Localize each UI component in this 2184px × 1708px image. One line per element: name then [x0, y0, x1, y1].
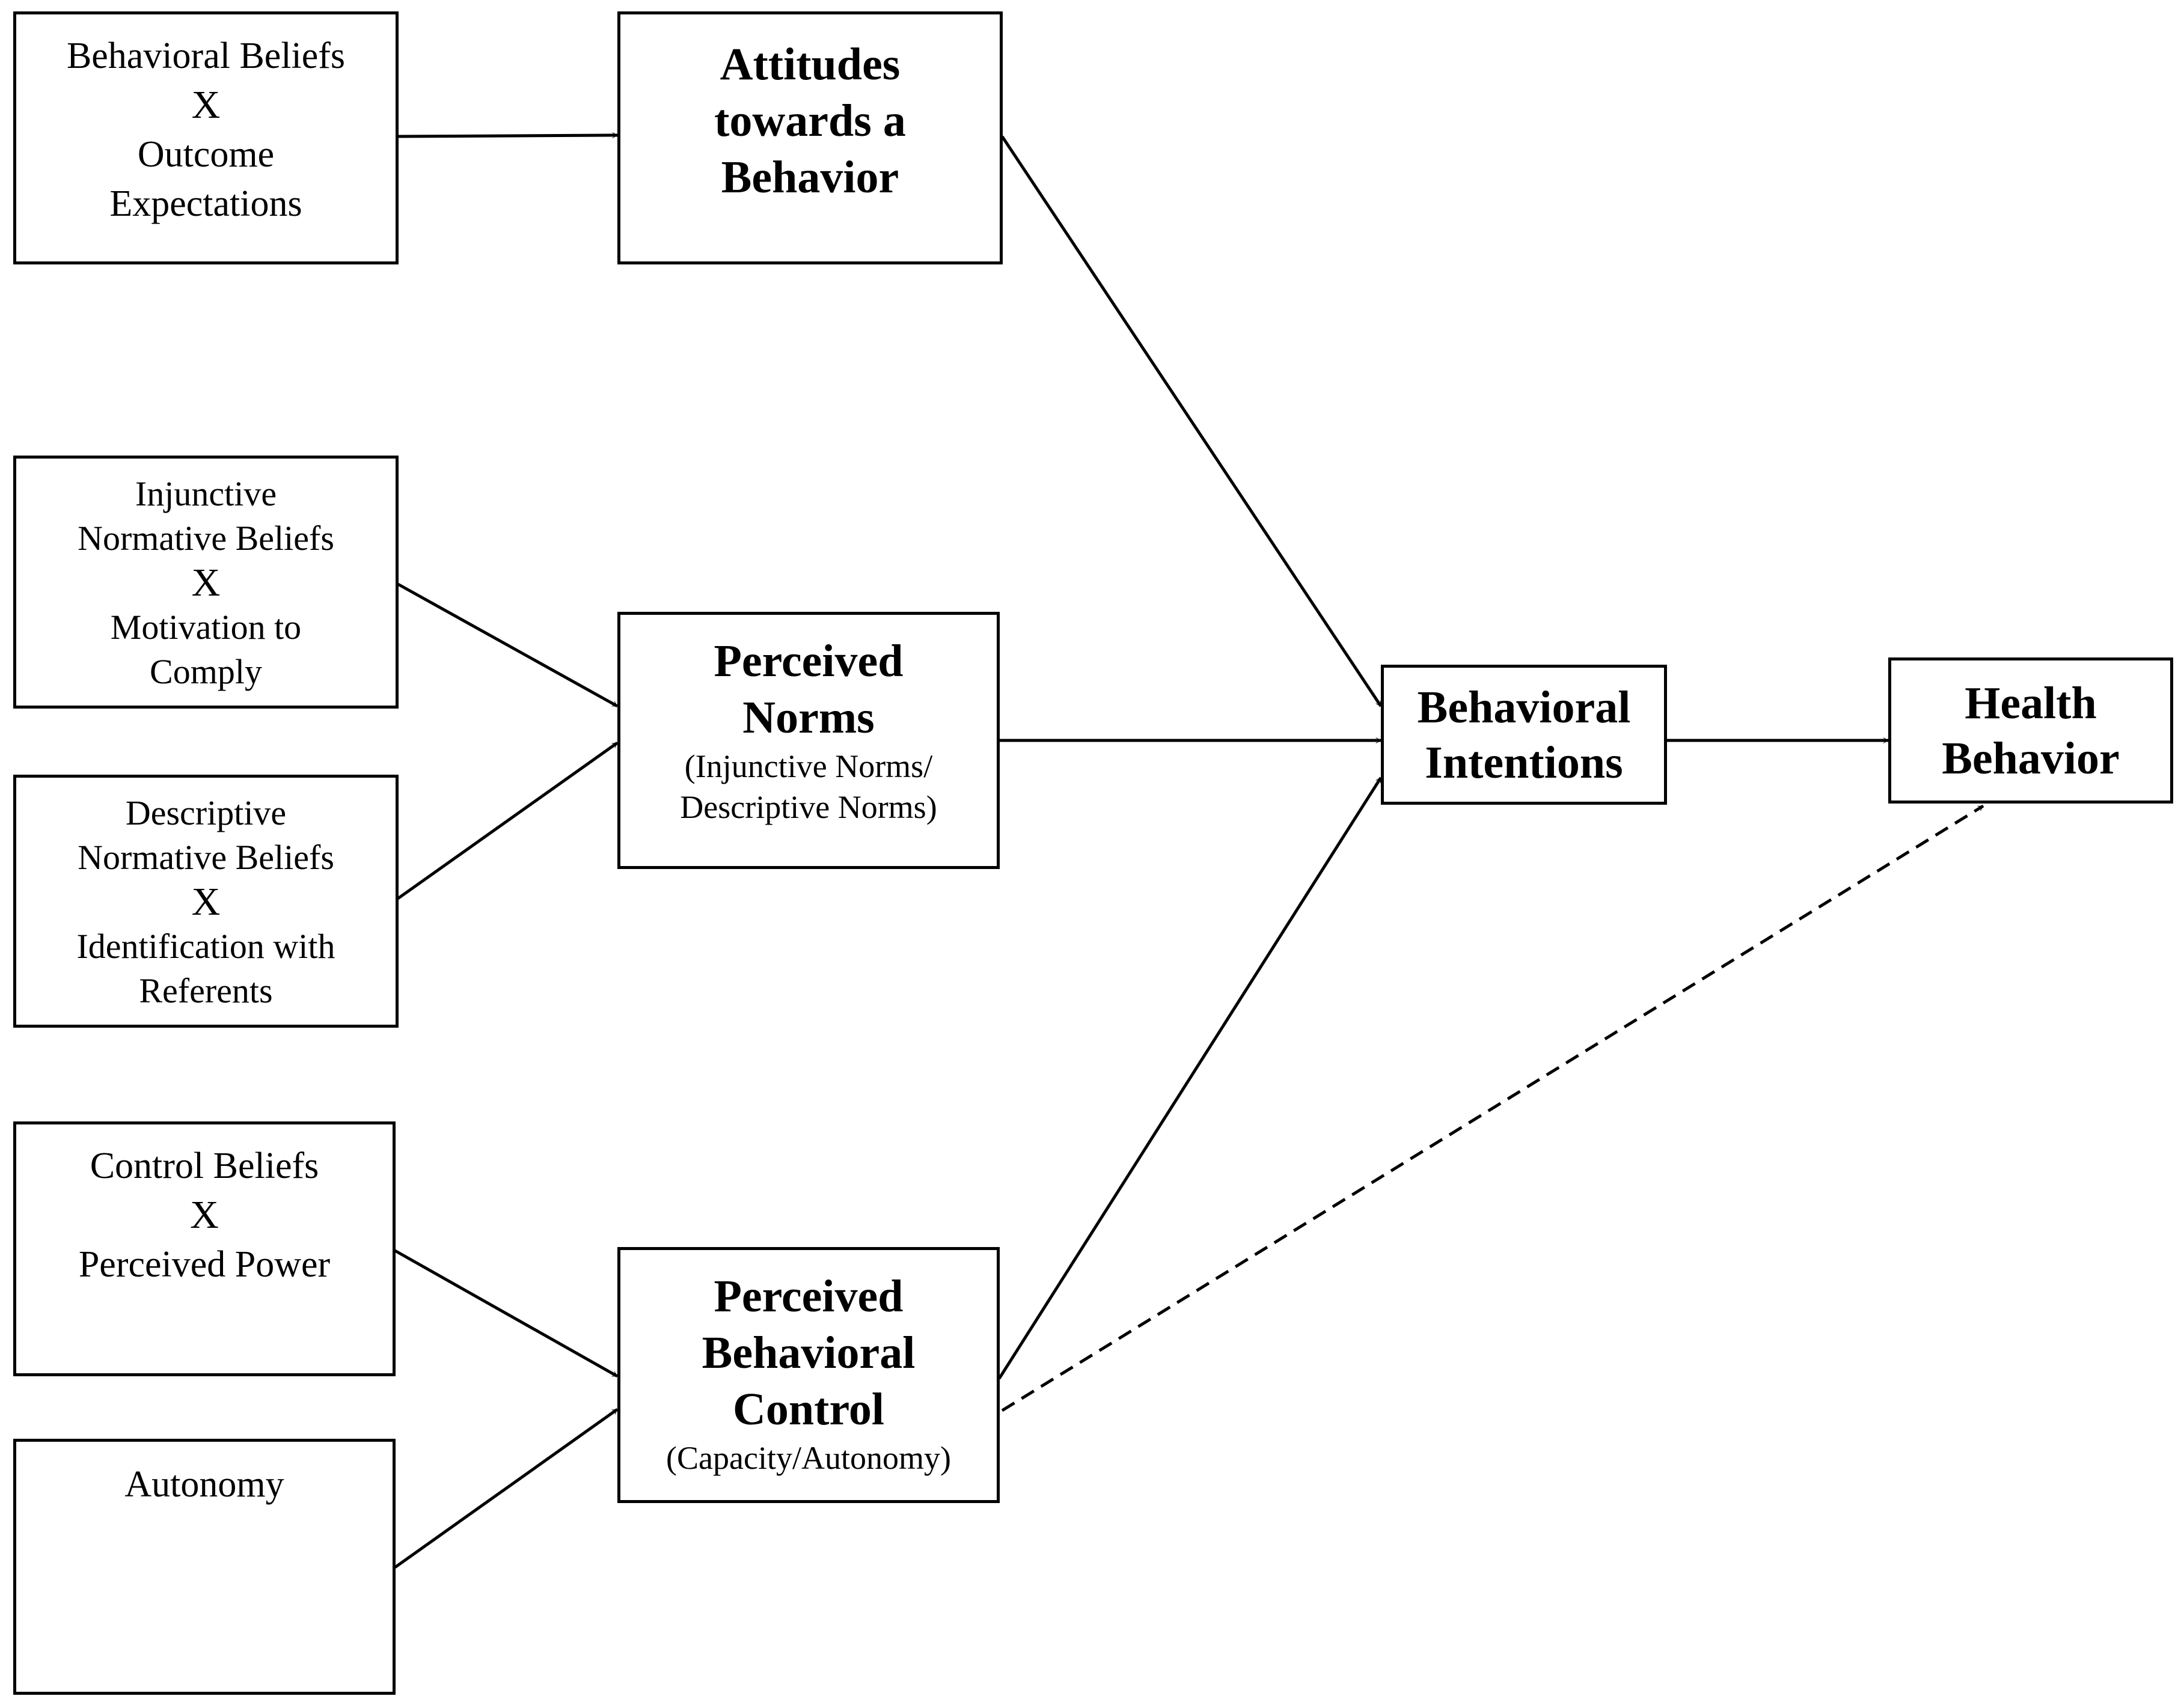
behavioral-beliefs-label: Behavioral Beliefs	[66, 35, 346, 76]
behavior-title: Behavior	[721, 152, 899, 203]
motivation-to-label: Motivation to	[110, 608, 302, 647]
injunctive-normative-beliefs-box: Injunctive Normative Beliefs X Motivatio…	[13, 456, 399, 709]
intentions-title: Intentions	[1425, 737, 1623, 788]
behavioral-intentions-box: Behavioral Intentions	[1381, 665, 1667, 805]
edge-behavioral-beliefs-to-attitudes	[397, 132, 618, 138]
multiplication-sign: X	[191, 561, 221, 605]
capacity-autonomy-subtitle: (Capacity/Autonomy)	[666, 1440, 951, 1476]
control-title: Control	[733, 1384, 884, 1435]
referents-label: Referents	[139, 971, 273, 1010]
towards-a-title: towards a	[714, 96, 906, 146]
attitudes-box: Attitudes towards a Behavior	[617, 11, 1003, 264]
descriptive-label: Descriptive	[125, 793, 287, 832]
behavioral-title: Behavioral	[702, 1328, 916, 1378]
health-behavior-box: Health Behavior	[1888, 657, 2173, 804]
multiplication-sign: X	[191, 83, 221, 127]
injunctive-label: Injunctive	[135, 474, 277, 513]
autonomy-box: Autonomy	[13, 1439, 396, 1695]
behavioral-title: Behavioral	[1417, 682, 1631, 733]
expectations-label: Expectations	[109, 183, 302, 224]
edge-control-beliefs-to-perceived-behavioral-control	[394, 1249, 619, 1378]
outcome-label: Outcome	[137, 134, 275, 175]
perceived-title: Perceived	[714, 636, 904, 686]
autonomy-label: Autonomy	[124, 1464, 284, 1505]
normative-beliefs-label: Normative Beliefs	[78, 519, 334, 558]
edge-attitudes-to-behavioral-intentions	[1000, 135, 1383, 707]
control-beliefs-label: Control Beliefs	[90, 1145, 319, 1186]
edge-injunctive-beliefs-to-perceived-norms	[397, 582, 619, 708]
edge-autonomy-to-perceived-behavioral-control	[394, 1408, 619, 1569]
normative-beliefs-label: Normative Beliefs	[78, 838, 334, 877]
edge-perceived-behavioral-control-to-behavioral-intentions	[997, 776, 1383, 1380]
attitudes-title: Attitudes	[720, 39, 901, 90]
descriptive-norms-subtitle: Descriptive Norms)	[680, 789, 937, 825]
norms-title: Norms	[742, 692, 875, 743]
injunctive-norms-subtitle: (Injunctive Norms/	[684, 748, 933, 784]
perceived-power-label: Perceived Power	[78, 1244, 331, 1285]
perceived-title: Perceived	[714, 1271, 904, 1322]
multiplication-sign: X	[191, 880, 221, 924]
health-title: Health	[1965, 677, 2097, 728]
edge-descriptive-beliefs-to-perceived-norms	[397, 741, 619, 900]
multiplication-sign: X	[190, 1193, 219, 1237]
behavioral-beliefs-box: Behavioral Beliefs X Outcome Expectation…	[13, 11, 399, 264]
perceived-norms-box: Perceived Norms (Injunctive Norms/ Descr…	[617, 612, 1000, 869]
control-beliefs-box: Control Beliefs X Perceived Power	[13, 1121, 396, 1376]
perceived-behavioral-control-box: Perceived Behavioral Control (Capacity/A…	[617, 1247, 1000, 1503]
descriptive-normative-beliefs-box: Descriptive Normative Beliefs X Identifi…	[13, 775, 399, 1028]
identification-with-label: Identification with	[76, 927, 335, 966]
comply-label: Comply	[150, 652, 262, 691]
behavior-title: Behavior	[1942, 733, 2120, 784]
edge-perceived-behavioral-control-to-health-behavior	[1001, 804, 1984, 1412]
